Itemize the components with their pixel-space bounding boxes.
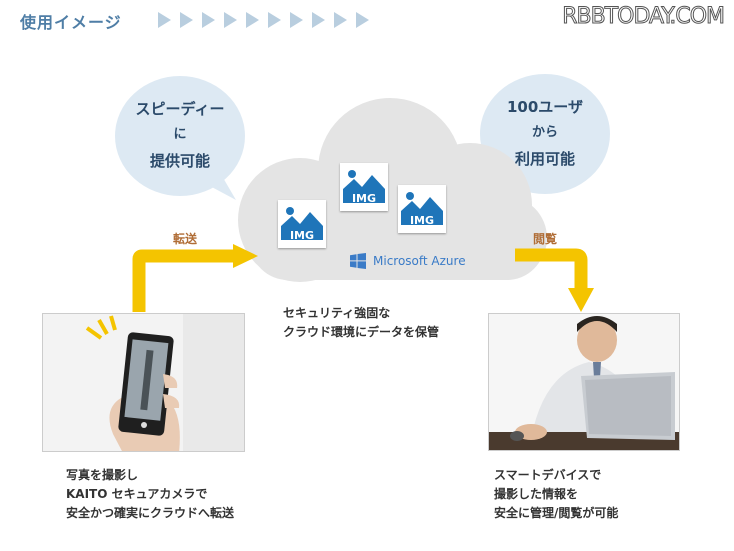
left-caption-line2: KAITO セキュアカメラで xyxy=(66,487,208,501)
windows-logo-icon xyxy=(350,253,366,269)
chevron-icon xyxy=(246,12,259,28)
chevron-icon xyxy=(268,12,281,28)
bubble-right-line3: 利用可能 xyxy=(514,150,575,168)
bubble-left-text: スピーディー に 提供可能 xyxy=(115,96,245,174)
chevron-icon xyxy=(180,12,193,28)
right-caption-line1: スマートデバイスで xyxy=(494,468,602,482)
right-photo xyxy=(488,313,680,451)
chevron-icon xyxy=(290,12,303,28)
right-caption-line3: 安全に管理/閲覧が可能 xyxy=(494,506,619,520)
chevron-icon xyxy=(202,12,215,28)
bubble-left-line1: スピーディー xyxy=(135,100,225,118)
chevron-icon xyxy=(334,12,347,28)
image-label: IMG xyxy=(289,229,315,242)
left-caption: 写真を撮影し KAITO セキュアカメラで 安全かつ確実にクラウドへ転送 xyxy=(66,466,234,523)
transfer-arrow xyxy=(132,244,258,312)
bubble-left-line3: 提供可能 xyxy=(149,152,210,170)
chevron-icon xyxy=(158,12,171,28)
title-chevrons xyxy=(158,12,369,28)
chevron-icon xyxy=(312,12,325,28)
azure-brand-text: Microsoft Azure xyxy=(373,254,466,268)
left-caption-line3: 安全かつ確実にクラウドへ転送 xyxy=(66,506,235,520)
phone-photo-illustration xyxy=(43,314,244,451)
laptop-photo-illustration xyxy=(489,314,679,450)
image-file-card: IMG xyxy=(278,200,326,248)
view-arrow xyxy=(515,248,594,312)
image-file-card: IMG xyxy=(340,163,388,211)
azure-brand: Microsoft Azure xyxy=(350,253,466,269)
right-caption: スマートデバイスで 撮影した情報を 安全に管理/閲覧が可能 xyxy=(494,466,618,523)
bubble-left-line2: に xyxy=(173,127,187,142)
image-icon xyxy=(343,170,385,203)
bubble-right-line1: 100ユーザ xyxy=(506,98,583,116)
image-label: IMG xyxy=(351,192,377,205)
bubble-right-line2: から xyxy=(531,125,558,140)
view-label: 閲覧 xyxy=(533,232,558,246)
cloud-caption-line1: セキュリティ強固な xyxy=(283,306,391,320)
chevron-icon xyxy=(224,12,237,28)
image-file-card: IMG xyxy=(398,185,446,233)
right-caption-line2: 撮影した情報を xyxy=(494,487,579,501)
speech-bubble-left xyxy=(115,76,245,200)
image-icon xyxy=(401,192,443,225)
left-caption-line1: 写真を撮影し xyxy=(66,468,139,482)
transfer-label: 転送 xyxy=(173,232,198,246)
chevron-icon xyxy=(356,12,369,28)
bubble-right-text: 100ユーザ から 利用可能 xyxy=(480,94,610,172)
watermark: RBBTODAY.COM xyxy=(562,4,726,30)
left-photo xyxy=(42,313,245,452)
cloud-caption: セキュリティ強固な クラウド環境にデータを保管 xyxy=(283,304,439,342)
page-title: 使用イメージ xyxy=(20,13,122,32)
cloud-caption-line2: クラウド環境にデータを保管 xyxy=(283,325,440,339)
image-label: IMG xyxy=(409,214,435,227)
image-icon xyxy=(281,207,323,240)
